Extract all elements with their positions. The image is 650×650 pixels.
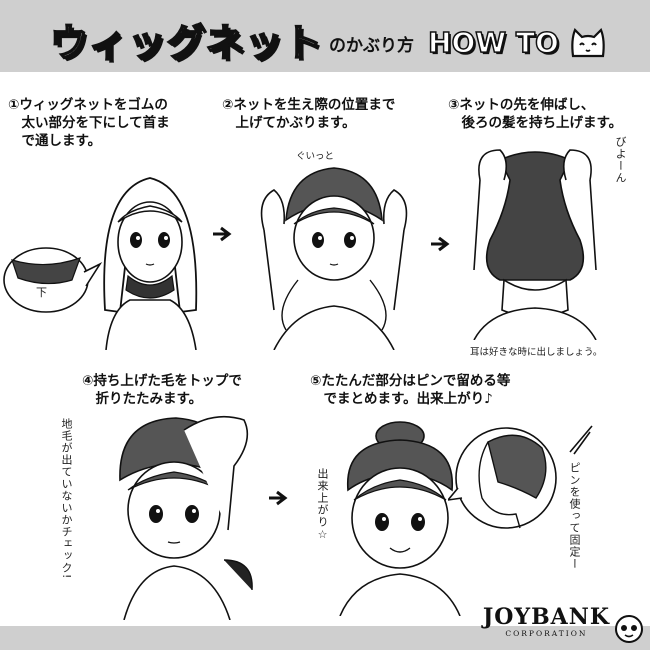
step-4-illustration [119, 415, 253, 620]
step-3-illustration [473, 149, 597, 340]
sfx-pull-text: ぐいっと [296, 151, 335, 162]
title-how-to: HOW TO [427, 25, 559, 60]
arrow-right-icon-2 [431, 236, 450, 252]
folded-net-icon [11, 257, 81, 285]
step-2-text: ②ネットを生え際の位置まで 上げてかぶります。 [222, 97, 396, 132]
title-banner: ウィッグネット のかぶり方 HOW TO [0, 0, 650, 72]
brand-name: JOYBANK [482, 604, 610, 630]
sfx-stretch-text: びよーん [614, 136, 627, 184]
step-5-illustration [339, 421, 461, 616]
step-1-text: ①ウィッグネットをゴムの 太い部分を下にして首ま で通します。 [8, 97, 170, 150]
check-note-text: 地毛が出ていないかチェック! [60, 418, 73, 580]
pin-note-text: ピンを使って固定ー [568, 462, 581, 570]
step-2-illustration [260, 167, 408, 350]
title-particle: のかぶり方 [329, 36, 415, 56]
brand-subtitle: CORPORATION [505, 629, 588, 638]
bubble-label-text: 下 [36, 286, 47, 299]
step-3-text: ③ネットの先を伸ばし、 後ろの髪を持ち上げます。 [448, 97, 623, 132]
step-4-text: ④持ち上げた毛をトップで 折りたたみます。 [82, 373, 242, 408]
arrow-right-icon-3 [269, 490, 288, 506]
neck-net [125, 274, 175, 299]
step-5-text: ⑤たたんだ部分はピンで留める等 でまとめます。出来上がり♪ [310, 373, 511, 408]
side-view-bubble [448, 427, 557, 529]
side-net-bun [487, 434, 547, 499]
hairpin-icon [569, 425, 593, 455]
cat-face-icon [571, 28, 605, 58]
brand-logo: JOYBANK CORPORATION [483, 606, 610, 638]
mascot-face-icon [615, 615, 643, 643]
page-title: ウィッグネット [49, 21, 324, 65]
arrow-right-icon-1 [213, 226, 232, 242]
step-1-illustration [3, 177, 198, 350]
ear-note-text: 耳は好きな時に出しましょう。 [470, 347, 603, 358]
done-note-text: 出来上がり☆ [316, 468, 329, 542]
title-group: ウィッグネット のかぶり方 HOW TO [49, 8, 607, 65]
stretched-net [485, 151, 585, 281]
footer-bar [0, 626, 650, 650]
